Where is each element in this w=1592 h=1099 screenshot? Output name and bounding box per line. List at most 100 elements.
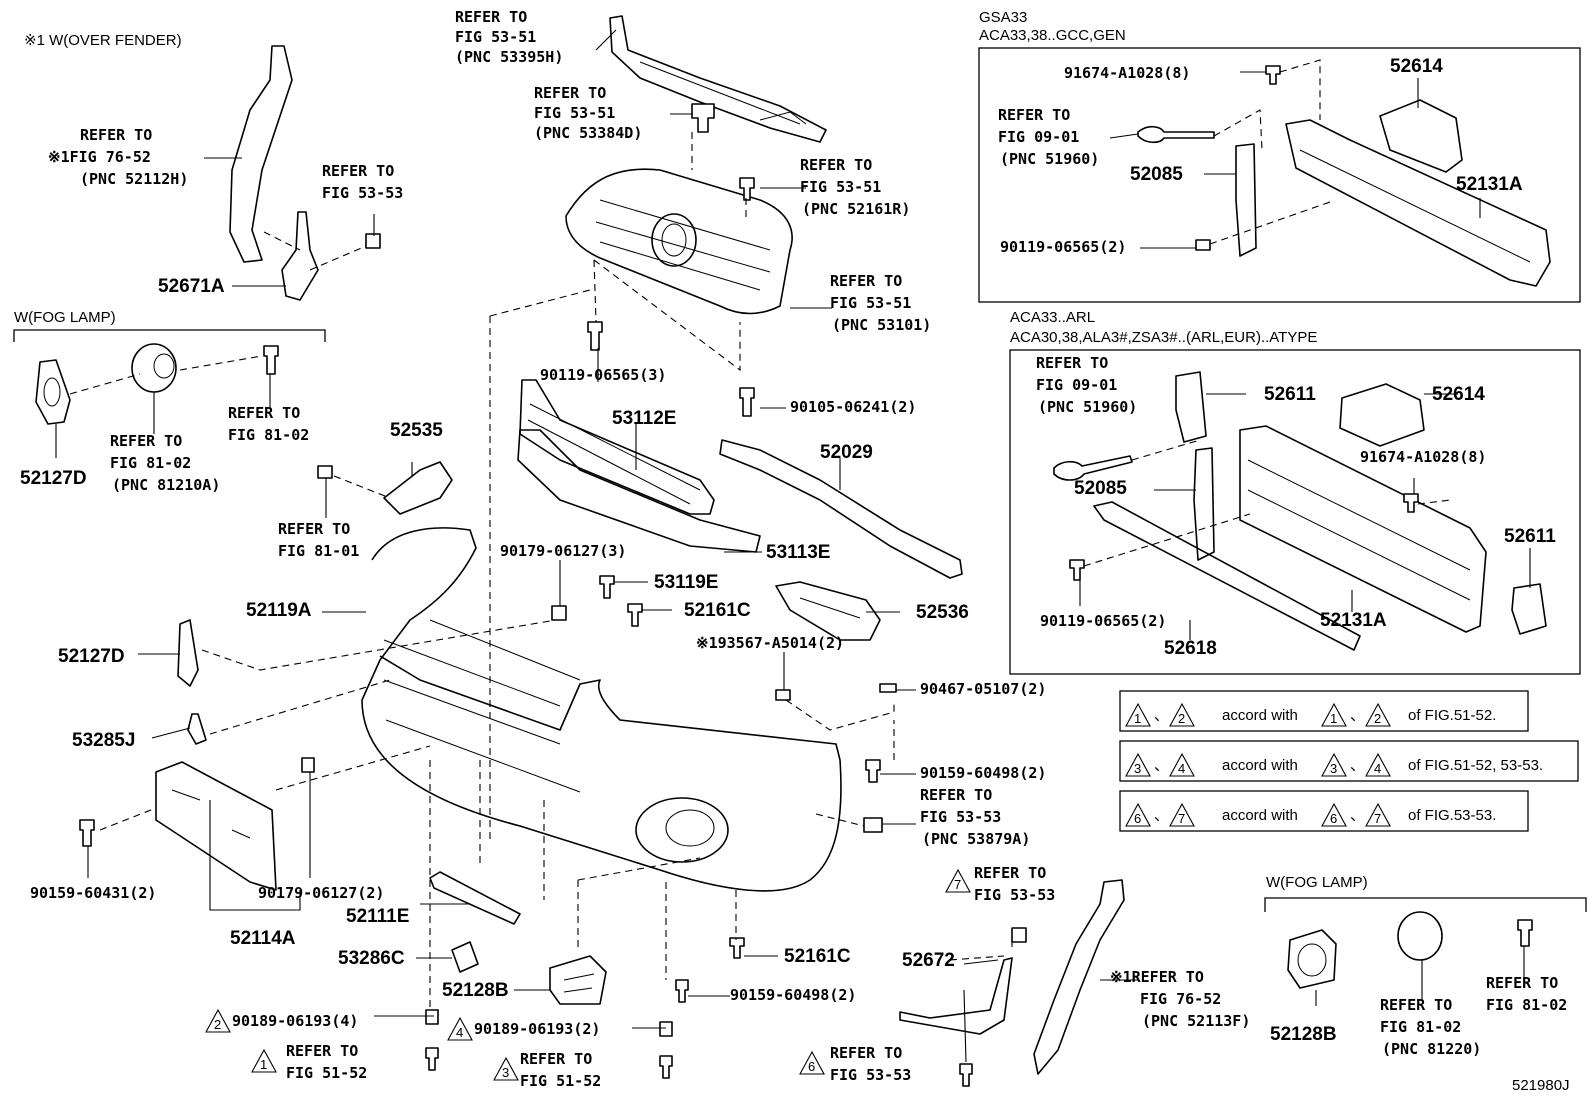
svg-text:FIG 81-02: FIG 81-02 [1486,996,1567,1014]
clip-52161c-b [729,937,745,959]
svg-text:REFER TO: REFER TO [520,1050,592,1068]
svg-text:(PNC 53384D): (PNC 53384D) [534,124,642,142]
clip-53879a [863,817,883,833]
svg-text:2: 2 [214,1017,221,1032]
note-box-2: 3 、 4 accord with 3 、 4 of FIG.51-52, 53… [1119,740,1579,782]
over-fender-right [1033,879,1125,1075]
variant-top-caption-1: GSA33 [979,9,1027,26]
screw-ref-51-52-b [659,1055,673,1079]
part-90467-05107: 90467-05107(2) [920,680,1046,698]
ref-52112h: REFER TO ※1FIG 76-52 (PNC 52112H) [48,126,188,188]
over-fender-left [229,45,293,263]
part-52029: 52029 [820,442,873,463]
part-53113e: 53113E [766,542,830,563]
bracket-52536 [775,581,881,641]
clip-90467 [879,683,897,693]
part-91674-a1028-bottom: 91674-A1028(8) [1360,448,1486,466]
svg-text:of FIG.53-53.: of FIG.53-53. [1408,807,1496,824]
svg-text:7: 7 [1178,811,1185,826]
screw-fog-right [1517,919,1533,947]
part-193567-a5014: ※193567-A5014(2) [696,634,844,652]
clip-53119e [599,575,615,599]
grille-53113e [517,429,761,553]
part-53119e: 53119E [654,572,718,593]
ref-52113f: ※1REFER TO FIG 76-52 (PNC 52113F) [1110,968,1250,1030]
ref-51960-top: REFER TO FIG 09-01 (PNC 51960) [998,106,1099,168]
variant-box-aca33-arl [1009,349,1581,675]
screw-fog-left [263,345,279,375]
svg-text:(PNC 53101): (PNC 53101) [832,316,931,334]
svg-text:FIG 81-01: FIG 81-01 [278,542,359,560]
part-53112e: 53112E [612,408,676,429]
clip-ref-53-53-c [1011,927,1027,943]
note-box-1: 1 、 2 accord with 1 、 2 of FIG.51-52. [1119,690,1529,732]
svg-text:2: 2 [1374,711,1381,726]
clip-90179-06127-a [551,605,567,621]
front-bumper-cover [361,527,842,892]
svg-text:FIG 53-53: FIG 53-53 [830,1066,911,1084]
bolt-90119-06565 [587,321,603,351]
svg-text:FIG 53-51: FIG 53-51 [455,28,536,46]
svg-text:6: 6 [808,1059,815,1074]
bolt-90119-top [1195,239,1211,251]
part-52672: 52672 [902,950,955,971]
fog-lamp-left-caption: W(FOG LAMP) [14,309,116,326]
svg-text:FIG 53-53: FIG 53-53 [920,808,1001,826]
clip-53-53-left [365,233,381,249]
svg-text:REFER TO: REFER TO [534,84,606,102]
svg-text:REFER TO: REFER TO [998,106,1070,124]
variant-bottom-caption-2: ACA30,38,ALA3#,ZSA3#..(ARL,EUR)..ATYPE [1010,329,1317,346]
svg-text:、: 、 [1350,757,1365,774]
bracket-52085-bottom [1193,447,1215,561]
svg-text:3: 3 [1330,761,1337,776]
part-52161c-b: 52161C [784,946,851,967]
ref-53-53-tri6: 6 REFER TO FIG 53-53 [799,1044,911,1084]
svg-text:(PNC 52112H): (PNC 52112H) [80,170,188,188]
ref-81-02-right: REFER TO FIG 81-02 [1486,974,1567,1014]
ref-81220: REFER TO FIG 81-02 (PNC 81220) [1380,996,1481,1058]
fog-lamp-bezel-left [35,359,71,425]
part-52618: 52618 [1164,638,1217,659]
svg-text:REFER TO: REFER TO [974,864,1046,882]
variant-box-gsa33 [978,47,1581,303]
clip-90179-06127-b [301,757,315,773]
part-91674-a1028-top: 91674-A1028(8) [1064,64,1190,82]
absorber-52614-bottom [1339,383,1425,447]
part-90159-60431: 90159-60431(2) [30,884,156,902]
variant-bottom-caption-1: ACA33..ARL [1010,309,1095,326]
svg-text:FIG 51-52: FIG 51-52 [520,1072,601,1090]
bolt-81-01 [317,465,333,479]
part-52111e: 52111E [346,906,409,927]
bolt-91674-bottom [1403,493,1419,513]
svg-text:(PNC 52113F): (PNC 52113F) [1142,1012,1250,1030]
svg-text:FIG 53-51: FIG 53-51 [830,294,911,312]
svg-text:FIG 53-51: FIG 53-51 [534,104,615,122]
screw-90159-60498-b [675,979,689,1003]
ref-81210a: REFER TO FIG 81-02 (PNC 81210A) [110,432,220,494]
part-90179-06127-b: 90179-06127(2) [258,884,384,902]
svg-text:REFER TO: REFER TO [1036,354,1108,372]
tow-hook-top [1137,125,1215,144]
svg-text:of FIG.51-52.: of FIG.51-52. [1408,707,1496,724]
svg-text:1: 1 [1134,711,1141,726]
part-90189-a-group: 2 90189-06193(4) [205,1008,358,1033]
svg-text:4: 4 [456,1025,463,1040]
bracket-52535 [383,461,453,515]
absorber-52614-top [1379,99,1463,173]
svg-text:(PNC 52161R): (PNC 52161R) [802,200,910,218]
side-marker-52127d [177,619,199,687]
bracket-52671a [281,211,319,301]
svg-text:accord with: accord with [1222,757,1298,774]
screw-90159-60431 [79,819,95,847]
part-52085-top: 52085 [1130,164,1183,185]
ref-53101: REFER TO FIG 53-51 (PNC 53101) [830,272,931,334]
part-52085-bottom: 52085 [1074,478,1127,499]
part-52161c-a: 52161C [684,600,751,621]
svg-text:FIG 51-52: FIG 51-52 [286,1064,367,1082]
svg-text:FIG 81-02: FIG 81-02 [110,454,191,472]
clip-53384d [691,103,715,133]
part-90159-60498-a: 90159-60498(2) [920,764,1046,782]
svg-text:(PNC 51960): (PNC 51960) [1000,150,1099,168]
dashed-lines [69,59,1451,1010]
svg-text:FIG 09-01: FIG 09-01 [998,128,1079,146]
